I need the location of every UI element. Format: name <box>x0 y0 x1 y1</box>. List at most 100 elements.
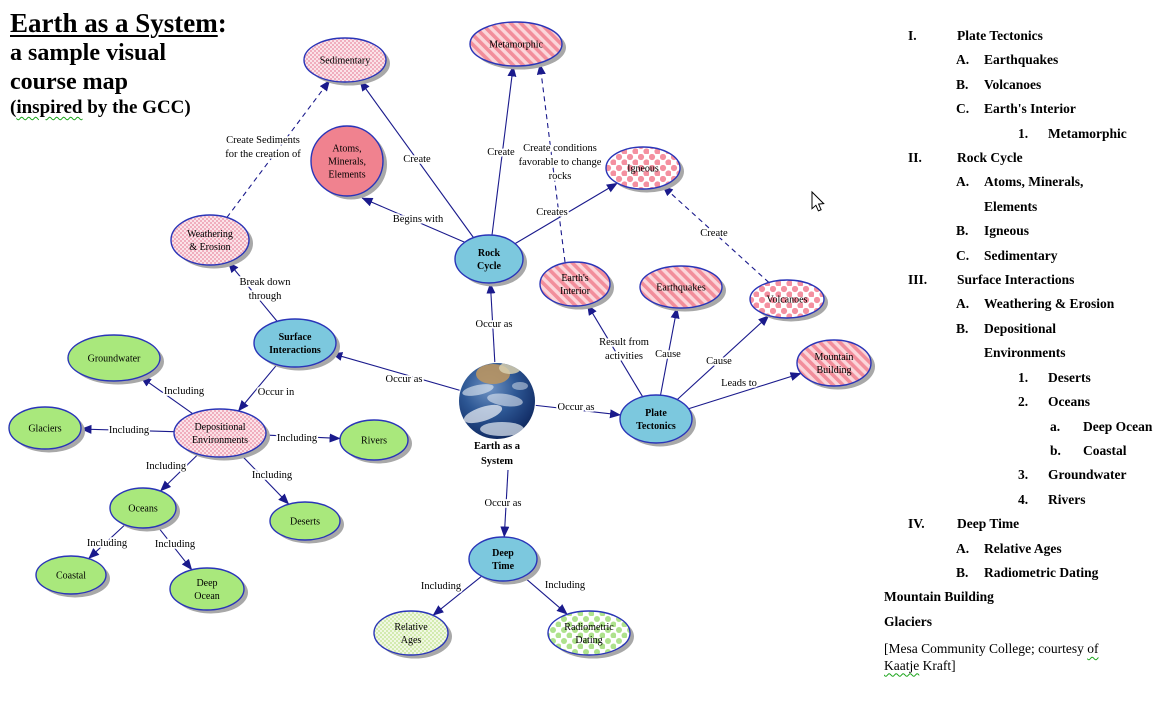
outline-item-text: Depositional <box>984 320 1057 336</box>
title-line1: Earth as a System: <box>10 8 227 38</box>
node-label: Weathering <box>187 229 233 240</box>
node-label: Deep <box>492 548 514 559</box>
node-oceans: Oceans <box>109 487 180 532</box>
node-label: Sedimentary <box>320 56 371 67</box>
edge-label: Create <box>403 154 431 165</box>
outline-item-marker: IV. <box>908 516 925 532</box>
title-line3: course map <box>10 69 128 96</box>
edge-surface-interactions-depositional <box>237 364 278 412</box>
outline-item: B.Volcanoes <box>956 73 1152 97</box>
node-ellipse <box>170 214 250 266</box>
outline-item-text: Sedimentary <box>984 247 1058 263</box>
node-label: Relative <box>394 622 428 633</box>
edge-plate-tectonics-earthquakes <box>659 307 680 396</box>
edge-oceans-coastal <box>88 524 126 559</box>
outline-item-text: Volcanoes <box>984 76 1042 92</box>
edge-label: Create conditions <box>523 143 597 154</box>
edge-label: Including <box>545 580 586 591</box>
outline-item: I.Plate Tectonics <box>884 24 1152 48</box>
edge-label: Result from <box>599 337 649 348</box>
credit-line2: Kaatje Kraft] <box>884 657 956 673</box>
outline-item-text: Oceans <box>1048 394 1090 410</box>
edge-earths-interior-metamorphic <box>536 63 566 263</box>
outline-item-marker: 4. <box>1018 491 1029 507</box>
outline-item: Elements <box>984 195 1152 219</box>
node-label: Minerals, <box>328 157 366 168</box>
outline-item-marker: a. <box>1050 418 1061 434</box>
node-label: Earth's <box>561 273 588 284</box>
edge-label: Leads to <box>721 378 757 389</box>
edge-plate-tectonics-earths-interior <box>586 304 644 397</box>
edge-depositional-rivers <box>265 433 341 443</box>
node-label: & Erosion <box>189 242 230 253</box>
title-line2: a sample visual <box>10 40 167 67</box>
edge-weathering-sedimentary <box>226 80 331 218</box>
edge-depositional-groundwater <box>140 376 194 415</box>
node-label: Plate <box>645 408 667 419</box>
credit-text: [Mesa Community College; courtesy of Kaa… <box>884 641 1152 674</box>
outline-item: 3.Groundwater <box>1018 463 1152 487</box>
mouse-cursor <box>811 190 825 212</box>
edge-deep-time-radiometric <box>523 576 568 615</box>
node-glaciers: Glaciers <box>8 406 85 453</box>
node-label: Radiometric <box>564 622 614 633</box>
node-label: Tectonics <box>636 421 676 432</box>
outline-item: B.Igneous <box>956 219 1152 243</box>
outline-item-text: Metamorphic <box>1048 125 1127 141</box>
edge-label: Including <box>155 539 196 550</box>
node-label: Surface <box>279 332 312 343</box>
edge-depositional-oceans <box>160 453 199 492</box>
title-line4: (inspired by the GCC) <box>10 96 191 118</box>
edge-rock-cycle-igneous <box>514 182 618 245</box>
edge-label: activities <box>605 351 643 362</box>
outline-item-text: Surface Interactions <box>957 272 1075 288</box>
outline-item-marker: B. <box>956 564 969 580</box>
node-weathering: Weathering & Erosion <box>170 214 253 269</box>
edge-rock-cycle-atoms <box>361 197 465 243</box>
edge-label: Occur as <box>475 319 512 330</box>
outline-item-marker: A. <box>956 52 970 68</box>
node-ellipse <box>468 536 538 582</box>
node-groundwater: Groundwater <box>67 334 164 385</box>
outline-item-marker: b. <box>1050 442 1061 458</box>
node-label: Earthquakes <box>656 283 706 294</box>
edge-label: Including <box>164 386 205 397</box>
outline-item-text: Deep Ocean <box>1083 418 1153 434</box>
credit-line1: [Mesa Community College; courtesy of <box>884 641 1099 657</box>
edge-rock-cycle-sedimentary <box>359 80 474 238</box>
outline-item-text: Radiometric Dating <box>984 564 1099 580</box>
node-ellipse <box>169 567 245 611</box>
outline-item-marker: B. <box>956 223 969 239</box>
node-ellipse <box>373 610 449 656</box>
node-ellipse <box>269 501 341 541</box>
edge-plate-tectonics-volcanoes <box>676 315 770 401</box>
outline-item: 4.Rivers <box>1018 488 1152 512</box>
node-label: Igneous <box>627 164 659 175</box>
node-ellipse <box>619 394 693 444</box>
edge-label: Including <box>146 461 187 472</box>
outline-item-text: Earth's Interior <box>984 101 1076 117</box>
outline-item-text: Coastal <box>1083 442 1127 458</box>
node-label: Deserts <box>290 517 320 528</box>
node-label: Mountain <box>815 352 854 363</box>
outline-item: Environments <box>984 341 1152 365</box>
node-label: Ocean <box>194 591 220 602</box>
edge-earth-surface-interactions <box>331 352 460 391</box>
outline-item: B. Radiometric Dating <box>956 561 1152 585</box>
edge-plate-tectonics-mountain-building <box>688 372 802 410</box>
node-coastal: Coastal <box>35 555 110 598</box>
node-ellipse <box>253 318 337 368</box>
edge-label: Break down <box>239 277 291 288</box>
node-earthquakes: Earthquakes <box>639 265 726 312</box>
outline-footer-item: Glaciers <box>884 613 932 629</box>
outline-item-text: Deep Time <box>957 516 1020 532</box>
edge-earth-plate-tectonics <box>535 404 622 419</box>
outline-item: a. Deep Ocean <box>1050 415 1152 439</box>
outline-item: b. Coastal <box>1050 439 1152 463</box>
node-label: Dating <box>575 635 602 646</box>
